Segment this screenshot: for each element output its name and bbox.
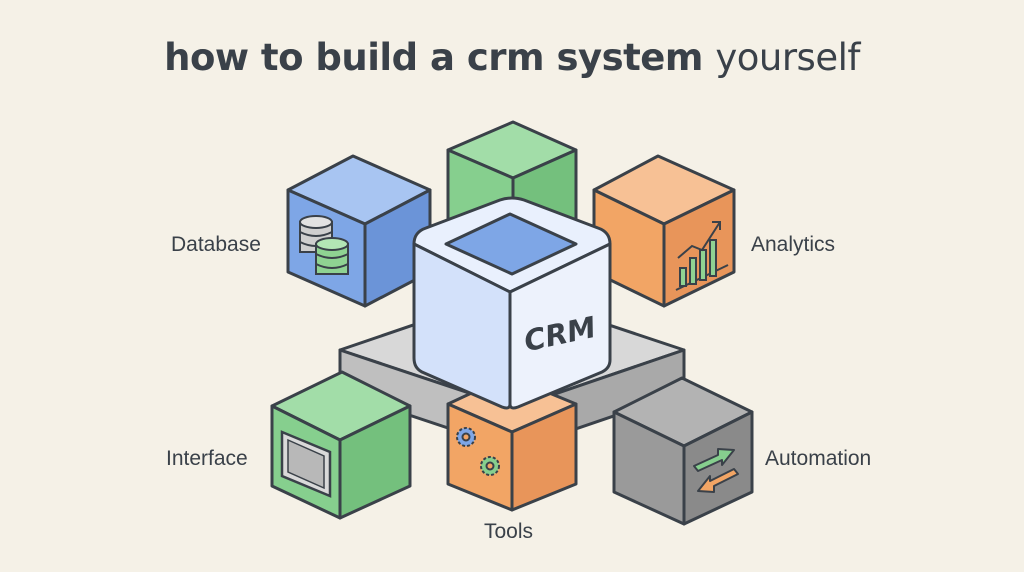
database-icon [299, 215, 349, 275]
label-interface: Interface [166, 447, 248, 470]
label-database: Database [171, 233, 261, 256]
crm-center-cube [412, 196, 612, 410]
tablet-icon [280, 430, 332, 498]
bar-chart-icon [675, 221, 729, 291]
gears-icon [456, 427, 500, 476]
automation-cube [612, 376, 754, 526]
label-analytics: Analytics [751, 233, 836, 256]
page-title: how to build a crm system yourself [0, 36, 1024, 79]
title-main: how to build a crm system [164, 36, 703, 79]
title-tail: yourself [715, 36, 860, 79]
arrows-swap-icon [693, 448, 739, 493]
label-automation: Automation [765, 447, 872, 470]
analytics-cube [592, 154, 736, 308]
label-tools: Tools [484, 520, 534, 543]
